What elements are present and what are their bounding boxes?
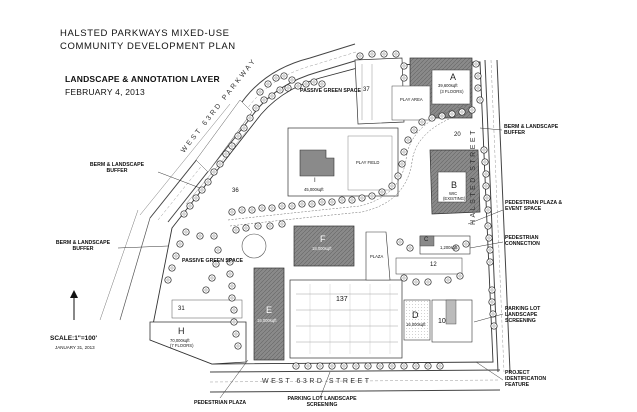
building-h-letter: H — [178, 326, 185, 336]
building-b-name: WIC — [449, 191, 458, 196]
building-c-area: 1,200sqft — [440, 245, 458, 250]
parking-count: 20 — [454, 132, 461, 138]
building-f-area: 18,000sqft — [312, 246, 332, 251]
building-c-letter: C — [424, 237, 429, 243]
annotation-berm-right: BERM & LANDSCAPE BUFFER — [504, 124, 559, 136]
annotation-project-id: PROJECT IDENTIFICATION FEATURE — [505, 370, 547, 388]
scale-date: JANUARY 31, 2013 — [55, 345, 95, 350]
halsted-street-edge — [484, 59, 499, 373]
passive-green-label-1: PASSIVE GREEN SPACE — [300, 88, 361, 94]
passive-green-label-2: PASSIVE GREEN SPACE — [182, 258, 243, 264]
building-h — [149, 321, 247, 365]
annotation-ped-connection: PEDESTRIAN CONNECTION — [505, 235, 540, 247]
layer-title: LANDSCAPE & ANNOTATION LAYER — [65, 74, 220, 84]
play-field-label: PLAY FIELD — [356, 160, 380, 165]
parking-count: 137 — [336, 296, 348, 303]
building-i-letter: I — [314, 178, 316, 184]
street-halsted-label: HALSTED STREET — [470, 128, 477, 225]
north-arrow-icon — [70, 290, 78, 320]
building-e-area: 16,000sqft — [257, 318, 277, 323]
parking-count: 10 — [438, 318, 446, 325]
title-line-2: COMMUNITY DEVELOPMENT PLAN — [60, 41, 236, 52]
building-f — [293, 225, 355, 267]
building-a-floors: (3 FLOORS) — [440, 89, 464, 94]
building-a-area: 39,600sqft — [438, 83, 458, 88]
building-a-letter: A — [450, 72, 457, 82]
annotation-ped-plaza-event: PEDESTRIAN PLAZA & EVENT SPACE — [505, 200, 563, 212]
building-b-note: (EXISTING) — [443, 196, 466, 201]
layer-date: FEBRUARY 4, 2013 — [65, 87, 145, 97]
annotation-berm-left-top: BERM & LANDSCAPE BUFFER — [89, 162, 145, 174]
building-b-letter: B — [451, 180, 458, 190]
building-h-floors: (7 FLOORS) — [170, 343, 194, 348]
w63rd-street-edge — [209, 369, 501, 373]
play-area-label: PLAY AREA — [400, 97, 423, 102]
parking-count: 37 — [363, 87, 370, 93]
building-e — [253, 267, 285, 361]
building-h-area: 70,000sqft — [170, 338, 190, 343]
building-i-area: 45,000sqft — [304, 187, 324, 192]
street-w63rd-label: WEST 63RD STREET — [262, 378, 372, 385]
title-line-1: HALSTED PARKWAYS MIXED-USE — [60, 28, 230, 39]
annotation-parking-screen-bottom: PARKING LOT LANDSCAPE SCREENING — [287, 396, 357, 408]
parking-count: 12 — [430, 262, 437, 268]
annotation-ped-plaza-bottom: PEDESTRIAN PLAZA — [194, 400, 247, 406]
parking-lot-137 — [289, 279, 403, 359]
parking-count: 36 — [232, 188, 239, 194]
annotation-parking-screen-right: PARKING LOT LANDSCAPE SCREENING — [505, 306, 541, 324]
parking-count: 31 — [178, 306, 185, 312]
building-e-letter: E — [266, 305, 273, 315]
building-d-letter: D — [412, 310, 419, 320]
building-d-area: 16,000sqft — [406, 322, 426, 327]
annotation-berm-left-bottom: BERM & LANDSCAPE BUFFER — [55, 240, 111, 252]
scale-label: SCALE:1"=100' — [50, 335, 98, 342]
plaza-label: PLAZA — [370, 254, 384, 259]
building-f-letter: F — [320, 234, 326, 244]
